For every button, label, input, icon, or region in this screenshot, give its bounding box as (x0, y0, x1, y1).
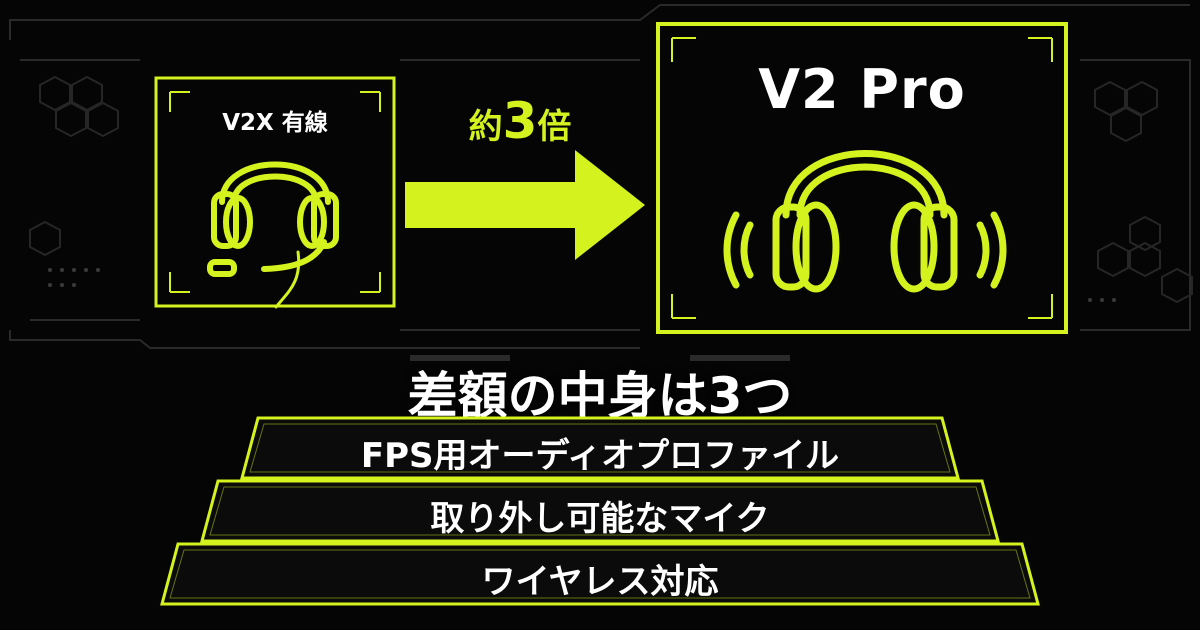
feature-banner-3 (160, 542, 1040, 606)
multiplier-number: 3 (502, 92, 538, 150)
feature-2-label: 取り外し可能なマイク (430, 499, 770, 539)
feature-1-label: FPS用オーディオプロファイル (360, 436, 840, 476)
v2pro-panel (656, 22, 1068, 334)
multiplier-prefix: 約 (468, 107, 503, 147)
right-arrow-icon (405, 150, 645, 260)
feature-banner-1 (240, 416, 960, 480)
feature-banner-2 (200, 479, 1000, 543)
wireless-headphones-icon (723, 150, 1007, 293)
price-multiplier-label: 約3倍 (430, 92, 610, 150)
headset-with-mic-icon (207, 161, 339, 309)
summary-heading: 差額の中身は3つ (407, 367, 793, 425)
feature-3-label: ワイヤレス対応 (481, 562, 719, 602)
v2pro-panel-title: V2 Pro (758, 58, 966, 121)
v2x-panel-title: V2X 有線 (222, 110, 328, 136)
multiplier-suffix: 倍 (537, 107, 572, 147)
